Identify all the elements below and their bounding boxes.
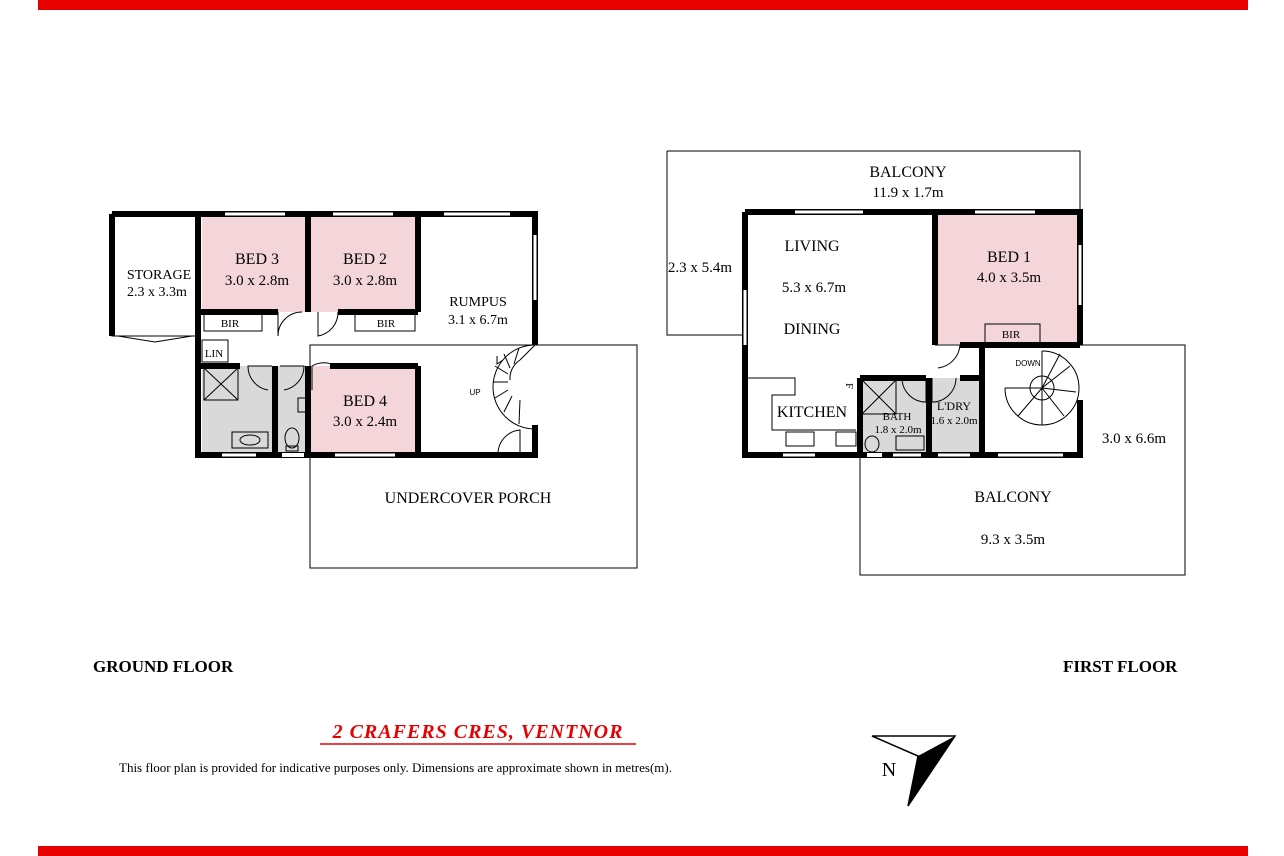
kitchen-cooktop <box>835 431 857 447</box>
balcony-right-outline <box>859 344 1186 576</box>
first-windows <box>743 210 1082 457</box>
property-title: 2 CRAFERS CRES, VENTNOR <box>332 721 624 743</box>
balcony-top-dims: 11.9 x 1.7m <box>872 185 943 201</box>
bottom-red-bar <box>38 846 1248 856</box>
kitchen-name: KITCHEN <box>777 404 848 421</box>
laundry-dims: 1.6 x 2.0m <box>930 415 978 427</box>
door-swing-laundry <box>931 377 957 403</box>
first-floor-label: FIRST FLOOR <box>1063 657 1178 676</box>
bed4-area <box>311 366 418 452</box>
ground-wc-basin <box>297 397 307 413</box>
ff-shower-cross <box>861 379 897 415</box>
storage-door-lines <box>117 335 193 343</box>
top-red-bar <box>38 0 1248 10</box>
balcony-right-dims: 3.0 x 6.6m <box>1102 431 1167 447</box>
stair-arrow <box>496 356 504 365</box>
bed1-name: BED 1 <box>987 249 1031 266</box>
linen-label: LIN <box>205 348 223 360</box>
disclaimer-text: This floor plan is provided for indicati… <box>119 760 672 775</box>
first-spiral-stair <box>1004 350 1080 426</box>
ff-vanity <box>895 435 925 451</box>
ground-floor-label: GROUND FLOOR <box>93 657 234 676</box>
rumpus-dims: 3.1 x 6.7m <box>448 313 508 328</box>
rumpus-name: RUMPUS <box>449 295 507 310</box>
kitchen-bench <box>748 377 856 431</box>
first-inner-walls <box>857 212 1080 455</box>
compass-letter: N <box>882 759 896 781</box>
north-compass-icon: N <box>871 735 957 807</box>
bir-bed1-label: BIR <box>1002 329 1021 341</box>
bath-dims: 1.8 x 2.0m <box>874 424 922 436</box>
bed4-dims: 3.0 x 2.4m <box>333 414 398 430</box>
living-dims: 5.3 x 6.7m <box>782 280 847 296</box>
first-floor-plan <box>666 150 1186 576</box>
laundry-area <box>929 378 982 454</box>
bed2-name: BED 2 <box>343 251 387 268</box>
balcony-bottom-dims: 9.3 x 3.5m <box>981 532 1046 548</box>
storage-dims: 2.3 x 3.3m <box>127 285 187 300</box>
first-window-lines <box>742 209 1083 458</box>
door-swing-bed3 <box>277 311 303 337</box>
ground-window-lines <box>222 211 538 458</box>
bir-bed2-outline <box>354 313 416 332</box>
ground-inner-walls <box>198 214 421 455</box>
door-swing-bath <box>247 365 272 391</box>
linen-outline <box>201 339 229 363</box>
balcony-top-outline <box>666 150 1081 336</box>
bed3-dims: 3.0 x 2.8m <box>225 273 290 289</box>
ground-vanity <box>231 431 269 449</box>
stair-up-label: UP <box>469 388 480 397</box>
bed3-name: BED 3 <box>235 251 279 268</box>
ground-wc-area <box>278 366 308 452</box>
door-swing-bed1 <box>935 344 961 369</box>
bir-bed2-label: BIR <box>377 318 396 330</box>
bed1-area <box>935 214 1078 344</box>
bed2-area <box>311 214 418 312</box>
bir-bed3-label: BIR <box>221 318 240 330</box>
porch-name: UNDERCOVER PORCH <box>385 490 552 507</box>
door-swing-wc <box>280 365 305 391</box>
kitchen-sink <box>785 431 815 447</box>
bed2-dims: 3.0 x 2.8m <box>333 273 398 289</box>
laundry-name: L'DRY <box>937 399 972 413</box>
dining-name: DINING <box>784 321 841 338</box>
door-swing-bed4 <box>311 362 337 390</box>
door-swing-rumpus <box>497 429 521 456</box>
ground-floor-plan <box>109 211 638 569</box>
ff-toilet <box>864 435 880 453</box>
ground-shower <box>203 367 239 401</box>
door-swing-bed2 <box>317 311 339 337</box>
stair-down-label: DOWN <box>1015 359 1041 368</box>
ground-toilet-cistern <box>285 445 299 452</box>
balcony-top-name: BALCONY <box>869 164 947 181</box>
ground-basin <box>239 434 261 446</box>
door-swing-bath-ff <box>901 377 927 403</box>
bir-bed3-outline <box>203 313 263 332</box>
fridge-label: F <box>843 383 855 389</box>
ground-shower-cross <box>203 367 239 401</box>
ground-toilet <box>284 427 300 449</box>
storage-name: STORAGE <box>127 268 191 283</box>
living-name: LIVING <box>784 238 840 255</box>
ground-spiral-stair <box>492 344 536 430</box>
bath-area <box>860 378 926 454</box>
bed3-area <box>202 214 308 312</box>
ff-shower <box>861 379 897 415</box>
bed4-name: BED 4 <box>343 393 387 410</box>
bir-bed1-outline <box>984 323 1041 344</box>
balcony-left-dims: 2.3 x 5.4m <box>668 260 733 276</box>
balcony-bottom-name: BALCONY <box>974 489 1052 506</box>
ground-windows <box>222 212 537 457</box>
bed1-dims: 4.0 x 3.5m <box>977 270 1042 286</box>
bath-name: BATH <box>883 411 912 423</box>
